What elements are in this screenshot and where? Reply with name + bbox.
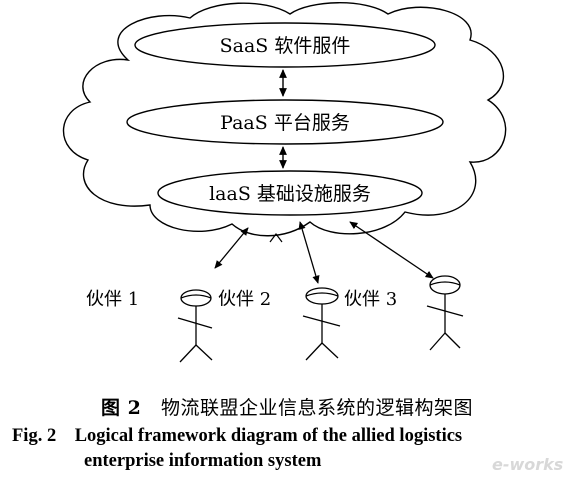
paas-ellipse [126,99,444,145]
caption-en-line1: Logical framework diagram of the allied … [74,426,463,446]
caption-en-fig: Fig. 2 [12,426,57,446]
paas-label: PaaS 平台服务 [220,112,350,134]
framework-diagram: SaaS 软件服件 PaaS 平台服务 laaS 基础设施服务 伙伴 1 伙伴 … [62,2,507,363]
caption-english: Fig. 2 Logical framework diagram of the … [12,424,572,474]
partner3-label: 伙伴 3 [344,289,397,310]
partner3-figure [426,275,464,351]
eworks-watermark: e-works [492,455,563,474]
saas-label: SaaS 软件服件 [220,35,351,57]
partner2-arrow [298,221,320,284]
cloud-notch [269,233,283,243]
caption-en-line2: enterprise information system [84,451,322,471]
caption-chinese: 图 2 物流联盟企业信息系统的逻辑构架图 [0,393,574,420]
partner1-arrow [214,227,249,269]
partner2-figure [302,287,341,361]
iaas-ellipse [157,170,423,216]
caption-cn-fig: 图 2 [101,397,142,419]
partner1-figure [177,289,213,363]
watermark-text: e-works [492,455,563,474]
saas-ellipse [134,22,436,68]
partner3-arrow [349,221,434,279]
iaas-label: laaS 基础设施服务 [209,183,371,205]
partner1-label: 伙伴 1 [86,289,139,310]
partner2-label: 伙伴 2 [218,289,271,310]
caption-cn-text: 物流联盟企业信息系统的逻辑构架图 [160,397,473,419]
cloud-shape [62,2,507,237]
